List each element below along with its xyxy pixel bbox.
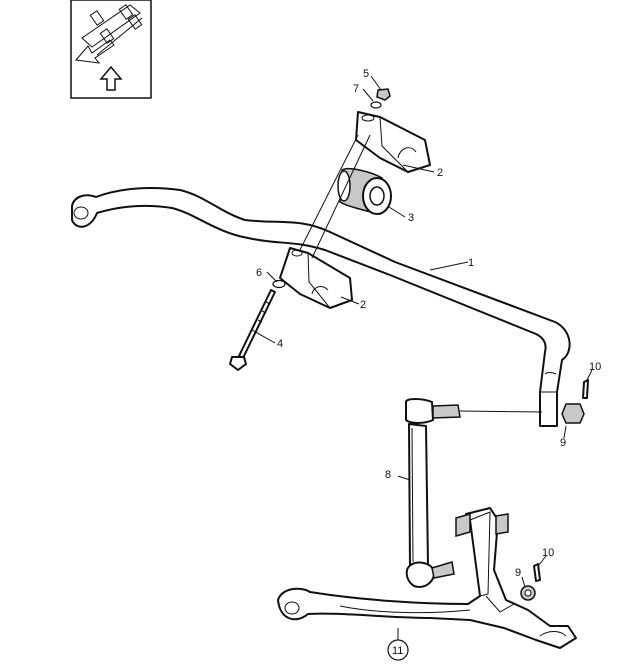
nut-link-upper (561, 403, 585, 424)
callout-2-lower: 2 (360, 299, 366, 311)
bushing (337, 167, 392, 215)
washer-lower (272, 279, 286, 289)
link-rod (405, 398, 461, 588)
up-arrow-icon (99, 65, 123, 91)
washer-upper (370, 101, 382, 109)
callout-5: 5 (363, 68, 369, 80)
alignment-line (311, 134, 371, 259)
callout-10-lower: 10 (542, 547, 554, 559)
callout-3: 3 (408, 212, 414, 224)
callout-10-upper: 10 (589, 361, 601, 373)
car-outline-icon (75, 4, 143, 64)
callout-circle (387, 639, 409, 661)
callout-9-upper: 9 (560, 437, 566, 449)
leader-lines (251, 75, 593, 641)
callout-9-lower: 9 (515, 567, 521, 579)
cotter-pin-upper (582, 379, 589, 399)
callout-6: 6 (256, 267, 262, 279)
nut-link-lower (520, 585, 536, 601)
callout-11-text: 11 (392, 645, 403, 657)
callout-1: 1 (468, 257, 474, 269)
alignment-line (459, 410, 543, 413)
bracket-lower (279, 247, 353, 309)
control-arm (277, 507, 577, 649)
callout-2-upper: 2 (437, 167, 443, 179)
orientation-indicator-icon (70, 0, 152, 99)
alignment-line (299, 134, 359, 251)
stabilizer-bar (71, 187, 571, 427)
callout-8: 8 (385, 469, 391, 481)
callout-11: 11 (387, 639, 409, 661)
cotter-pin-lower (533, 563, 541, 582)
callout-4: 4 (277, 338, 283, 350)
bolt (229, 289, 276, 371)
callout-7: 7 (353, 83, 359, 95)
nut (376, 88, 391, 101)
